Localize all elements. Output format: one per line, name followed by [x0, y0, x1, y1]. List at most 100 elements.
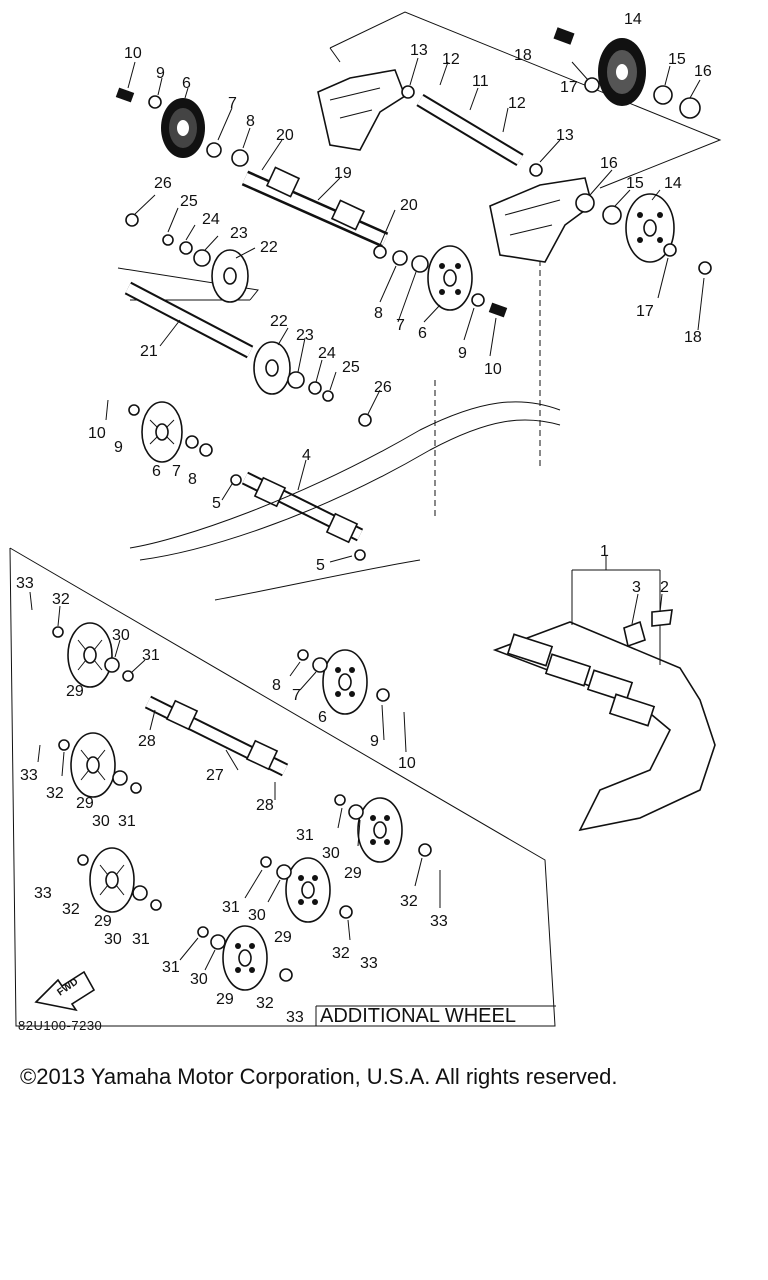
reference-code: 82U100-7230 [18, 1018, 103, 1033]
callout-23: 23 [230, 225, 248, 242]
callout-30: 30 [112, 627, 130, 644]
callout-5: 5 [316, 557, 325, 574]
callout-9: 9 [370, 733, 379, 750]
callout-31: 31 [222, 899, 240, 916]
axle-4 [241, 471, 364, 544]
callout-15: 15 [626, 175, 644, 192]
callout-15: 15 [668, 51, 686, 68]
track-clip-3 [623, 620, 646, 648]
callout-32: 32 [62, 901, 80, 918]
callout-6: 6 [152, 463, 161, 480]
callout-9: 9 [458, 345, 467, 362]
wheel-22-upper [211, 249, 249, 303]
callout-30: 30 [92, 813, 110, 830]
wheel-29-c [89, 847, 135, 913]
additional-wheel-frame [9, 547, 556, 1027]
callout-24: 24 [318, 345, 336, 362]
rear-bracket-left [317, 69, 406, 151]
callout-28: 28 [138, 733, 156, 750]
wheel-6-middle [427, 245, 473, 311]
callout-31: 31 [142, 647, 160, 664]
callout-11: 11 [472, 73, 489, 90]
fwd-arrow-icon: FWD [34, 970, 96, 1012]
callout-14: 14 [624, 11, 642, 28]
callout-25: 25 [342, 359, 360, 376]
track-clip-2 [651, 609, 673, 627]
callout-19: 19 [334, 165, 352, 182]
callout-30: 30 [104, 931, 122, 948]
callout-2: 2 [660, 579, 669, 596]
callout-30: 30 [322, 845, 340, 862]
callout-17: 17 [560, 79, 578, 96]
callout-3: 3 [632, 579, 641, 596]
copyright-notice: ©2013 Yamaha Motor Corporation, U.S.A. A… [20, 1064, 618, 1089]
callout-32: 32 [332, 945, 350, 962]
callout-4: 4 [302, 447, 311, 464]
callout-24: 24 [202, 211, 220, 228]
callout-30: 30 [248, 907, 266, 924]
callout-6: 6 [318, 709, 327, 726]
wheel-29-e [285, 857, 331, 923]
parts-exploded-diagram: FWD 10 9 6 7 8 20 19 13 12 11 12 13 18 1… [9, 11, 722, 1027]
callout-10: 10 [88, 425, 106, 442]
callout-7: 7 [292, 687, 301, 704]
callout-16: 16 [694, 63, 712, 80]
callout-7: 7 [228, 95, 237, 112]
callout-28: 28 [256, 797, 274, 814]
wheel-29-d [357, 797, 403, 863]
callout-31: 31 [118, 813, 136, 830]
callout-18: 18 [684, 329, 702, 346]
front-shaft-21 [124, 281, 254, 359]
callout-13: 13 [556, 127, 574, 144]
callout-9: 9 [156, 65, 165, 82]
callout-22: 22 [260, 239, 278, 256]
callout-labels: 10 9 6 7 8 20 19 13 12 11 12 13 18 17 14… [16, 11, 712, 1027]
additional-wheel-label: ADDITIONAL WHEEL [320, 1005, 516, 1027]
wheel-6-upper-left [161, 98, 205, 158]
callout-7: 7 [172, 463, 181, 480]
wheel-14-upper [598, 38, 646, 106]
callout-12: 12 [508, 95, 526, 112]
callout-32: 32 [256, 995, 274, 1012]
callout-26: 26 [374, 379, 392, 396]
callout-33: 33 [34, 885, 52, 902]
callout-29: 29 [76, 795, 94, 812]
callout-21: 21 [140, 343, 158, 360]
callout-33: 33 [16, 575, 34, 592]
callout-8: 8 [188, 471, 197, 488]
wheel-29-a [67, 622, 113, 688]
callout-10: 10 [124, 45, 142, 62]
callout-27: 27 [206, 767, 224, 784]
callout-25: 25 [180, 193, 198, 210]
track-1 [492, 569, 716, 832]
callout-14: 14 [664, 175, 682, 192]
callout-22: 22 [270, 313, 288, 330]
wheel-6-lower [322, 649, 368, 715]
axle-assembly-19 [241, 166, 389, 248]
small-hardware [52, 27, 712, 982]
callout-8: 8 [272, 677, 281, 694]
callout-18: 18 [514, 47, 532, 64]
callout-29: 29 [274, 929, 292, 946]
leader-lines [29, 57, 705, 971]
callout-31: 31 [162, 959, 180, 976]
slide-rail-outline [129, 401, 561, 601]
callout-26: 26 [154, 175, 172, 192]
callout-10: 10 [398, 755, 416, 772]
callout-6: 6 [418, 325, 427, 342]
callout-29: 29 [216, 991, 234, 1008]
callout-23: 23 [296, 327, 314, 344]
wheel-14-lower [625, 193, 675, 263]
callout-32: 32 [52, 591, 70, 608]
callout-33: 33 [430, 913, 448, 930]
callout-5: 5 [212, 495, 221, 512]
callout-33: 33 [20, 767, 38, 784]
callout-30: 30 [190, 971, 208, 988]
callout-16: 16 [600, 155, 618, 172]
axle-27 [144, 695, 289, 777]
callout-10: 10 [484, 361, 502, 378]
callout-33: 33 [360, 955, 378, 972]
callout-32: 32 [46, 785, 64, 802]
rear-shaft-11 [416, 93, 524, 167]
wheel-22-lower [253, 341, 291, 395]
